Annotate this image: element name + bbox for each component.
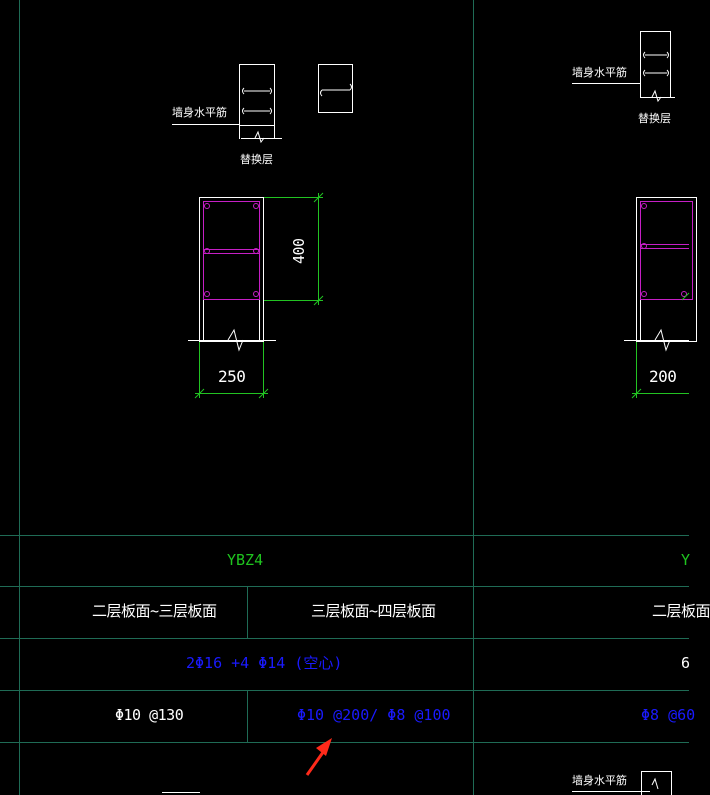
width-dimension-200: 200 [649, 367, 677, 386]
right-column-section [624, 197, 697, 399]
right-wall-bar-detail [572, 31, 675, 103]
longitudinal-rebar-right: 6 [681, 654, 690, 672]
bottom-right-detail [572, 771, 672, 795]
floor-range-1: 二层板面~三层板面 [92, 602, 217, 620]
width-dimension-250: 250 [218, 367, 246, 386]
left-replacement-layer-label: 替换层 [240, 153, 273, 166]
stirrup-spec-2: Φ10 @200/ Φ8 @100 [297, 706, 451, 724]
table-grid [0, 0, 689, 795]
floor-range-2: 三层板面~四层板面 [311, 602, 436, 620]
column-name-right: Y [681, 551, 691, 569]
height-dimension-400: 400 [290, 238, 308, 264]
bottom-right-wall-bar-label: 墙身水平筋 [572, 774, 627, 787]
left-wall-bar-label: 墙身水平筋 [172, 106, 227, 119]
right-replacement-layer-label: 替换层 [638, 112, 671, 125]
column-name-ybz4: YBZ4 [227, 551, 264, 569]
left-wall-bar-detail [172, 64, 353, 144]
floor-range-3: 二层板面 [652, 602, 710, 620]
right-wall-bar-label: 墙身水平筋 [572, 66, 627, 79]
stirrup-spec-3: Φ8 @60 [641, 706, 696, 724]
stirrup-spec-1: Φ10 @130 [115, 706, 184, 724]
red-pointer-arrow [305, 738, 332, 776]
longitudinal-rebar: 2Φ16 +4 Φ14 (空心) [186, 654, 343, 672]
left-column-section [188, 192, 324, 399]
